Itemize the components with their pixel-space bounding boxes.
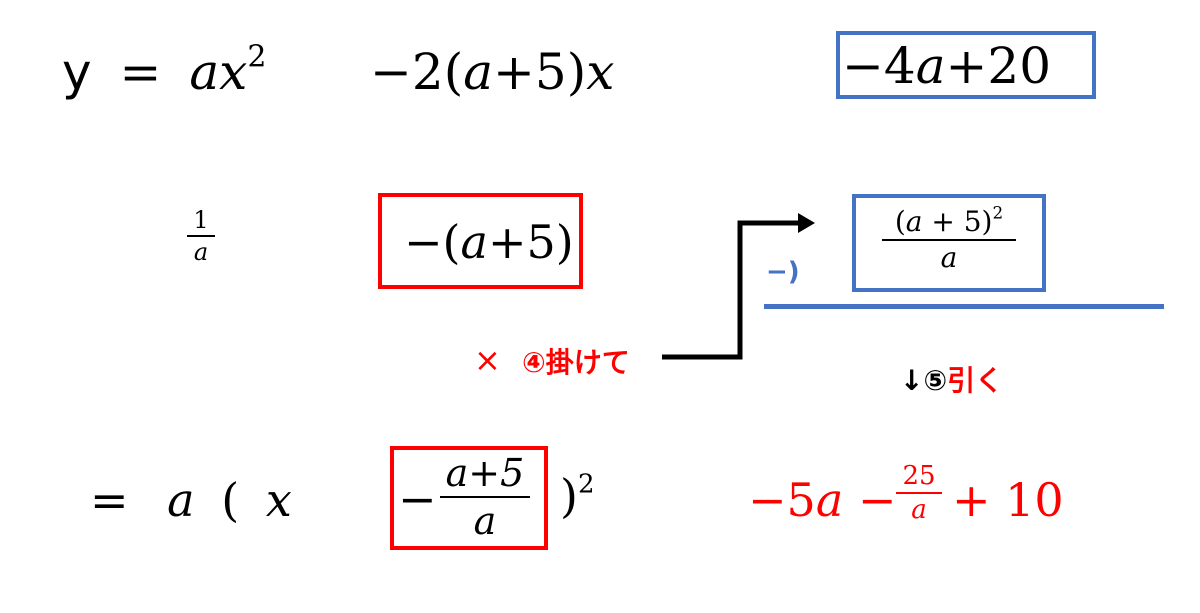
result-fraction-bar [896, 492, 942, 494]
step5-text: 引く [947, 364, 1004, 397]
square-term-box [852, 194, 1046, 292]
fraction-numerator: 1 [193, 206, 209, 234]
result-plus-ten: + 10 [952, 473, 1064, 527]
flow-arrow-head [798, 213, 815, 233]
subtract-marker: −) [766, 257, 800, 287]
step5-label: ↓⑤引く [900, 362, 1003, 400]
row3-lhs: = a ( x [90, 473, 292, 527]
result-constant: −5a − [748, 473, 897, 527]
completed-term-fraction: a+5 a [440, 450, 530, 544]
square-term-fraction: (a + 5)2 a [882, 202, 1016, 275]
result-fraction: 25 a [896, 460, 942, 526]
step5-arrow: ↓⑤ [900, 364, 948, 397]
completed-term-denominator: a [473, 499, 497, 543]
square-term-numerator: (a + 5)2 [894, 202, 1004, 238]
row1-equals: = [119, 43, 162, 101]
result-fraction-denominator: a [911, 495, 927, 525]
row1-y: y [62, 43, 92, 101]
subtraction-line [764, 304, 1164, 309]
square-term-denominator: a [940, 241, 958, 274]
completed-term-minus: − [398, 472, 437, 526]
completed-term-bar [440, 496, 530, 498]
times-symbol: × [474, 341, 501, 379]
row1-x: x [219, 43, 248, 101]
half-coefficient-box [378, 193, 583, 289]
flow-arrow [662, 213, 815, 360]
square-term-bar [882, 239, 1016, 241]
row1-constant-term: −4a+20 [842, 37, 1052, 95]
row3-close-paren: )2 [560, 469, 595, 523]
step4-label: ④掛けて [522, 346, 630, 379]
completed-term-numerator: a+5 [445, 451, 525, 495]
row1-linear-term: −2(a+5)x [370, 43, 615, 101]
half-coefficient-expr: −(a+5) [404, 215, 574, 269]
result-fraction-numerator: 25 [902, 461, 936, 491]
one-over-a-fraction: 1 a [187, 205, 215, 267]
fraction-bar [187, 235, 215, 237]
fraction-denominator: a [193, 237, 209, 266]
row1-lhs: y = ax2 [62, 42, 266, 102]
flow-arrow-line [662, 220, 800, 360]
completed-term-box [390, 446, 548, 550]
row1-exponent: 2 [247, 39, 267, 75]
row1-a: a [189, 43, 220, 101]
constant-term-box [836, 31, 1096, 99]
